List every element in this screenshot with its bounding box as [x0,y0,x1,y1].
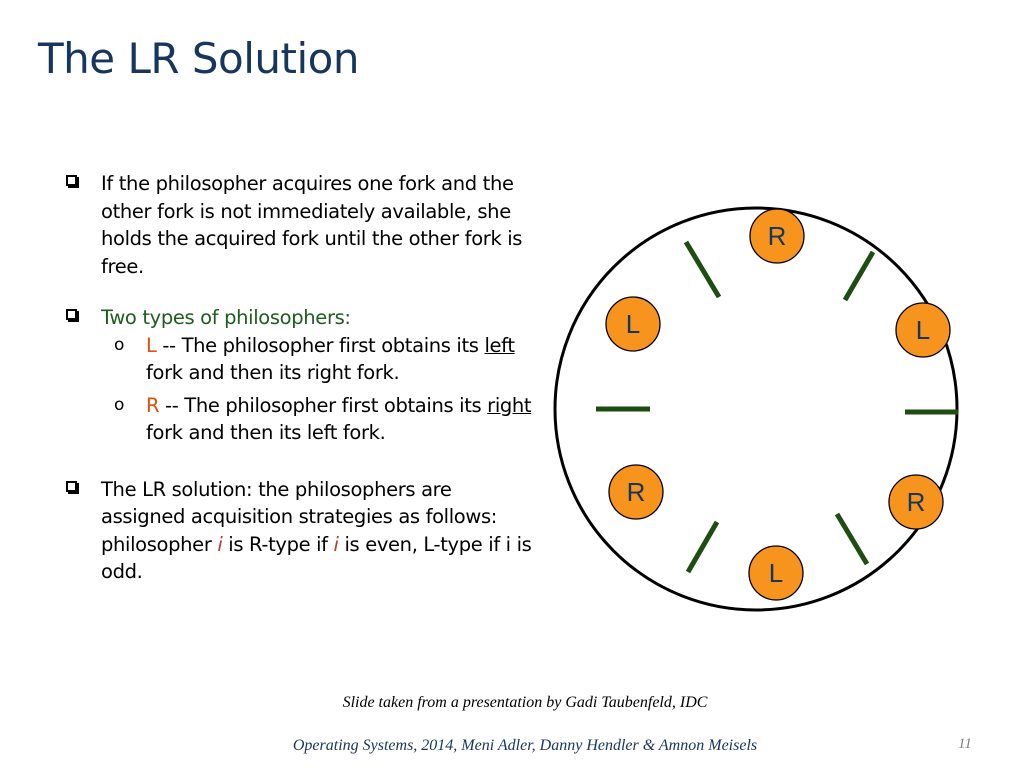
bullet-fork-holding: If the philosopher acquires one fork and… [64,170,534,280]
checkbox-bullet-icon [66,480,77,492]
fork-6 [834,512,870,566]
philosopher-lower-right: R [888,474,944,530]
circle-bullet-icon: o [114,334,125,355]
slide-title: The LR Solution [38,34,360,83]
checkbox-bullet-icon [66,309,77,320]
fork-2 [842,250,876,302]
l-type-letter: L [146,333,157,357]
philosopher-lower-left: R [608,464,664,520]
right-underlined-word: right [487,393,532,417]
r-type-letter: R [146,393,160,417]
checkbox-bullet-icon [66,175,77,186]
svg-text:R: R [768,221,787,251]
philosopher-top: R [749,208,805,264]
philosopher-upper-left: L [605,296,661,352]
svg-text:L: L [769,558,783,588]
sub-bullet-l-type: o L -- The philosopher first obtains its… [64,332,534,387]
philosopher-bottom: L [748,545,804,601]
fork-5 [685,520,720,574]
index-i-variable: i [217,532,223,556]
bullet-philosopher-types-text: Two types of philosophers: [101,306,351,329]
slide-footer: Operating Systems, 2014, Meni Adler, Dan… [292,737,758,754]
index-i-variable: i [333,532,339,556]
source-caption: Slide taken from a presentation by Gadi … [342,694,708,711]
r-type-text-end: fork and then its left fork. [146,421,386,444]
fork-1 [683,240,722,299]
left-underlined-word: left [484,333,515,357]
circle-bullet-icon: o [114,394,125,415]
svg-text:L: L [626,309,640,339]
svg-text:R: R [627,477,646,507]
page-number: 11 [958,736,972,752]
lr-solution-text: The LR solution: the philosophers are as… [101,477,498,556]
l-type-text-end: fork and then its right fork. [146,361,400,384]
l-type-text: -- The philosopher first obtains its [156,333,485,357]
lr-solution-text-end: is even, L-type if i is odd. [101,532,532,584]
bullet-philosopher-types: Two types of philosophers: [64,304,534,332]
bullet-fork-holding-text: If the philosopher acquires one fork and… [101,172,523,278]
bullet-lr-solution: The LR solution: the philosophers are as… [64,476,534,586]
svg-text:L: L [916,315,930,345]
svg-text:R: R [907,487,926,517]
philosopher-upper-right: L [895,302,951,358]
r-type-text: -- The philosopher first obtains its [159,393,488,417]
sub-bullet-r-type: o R -- The philosopher first obtains its… [64,392,534,447]
lr-solution-text-mid: is R-type if [222,532,334,556]
slide-body: If the philosopher acquires one fork and… [64,170,534,586]
